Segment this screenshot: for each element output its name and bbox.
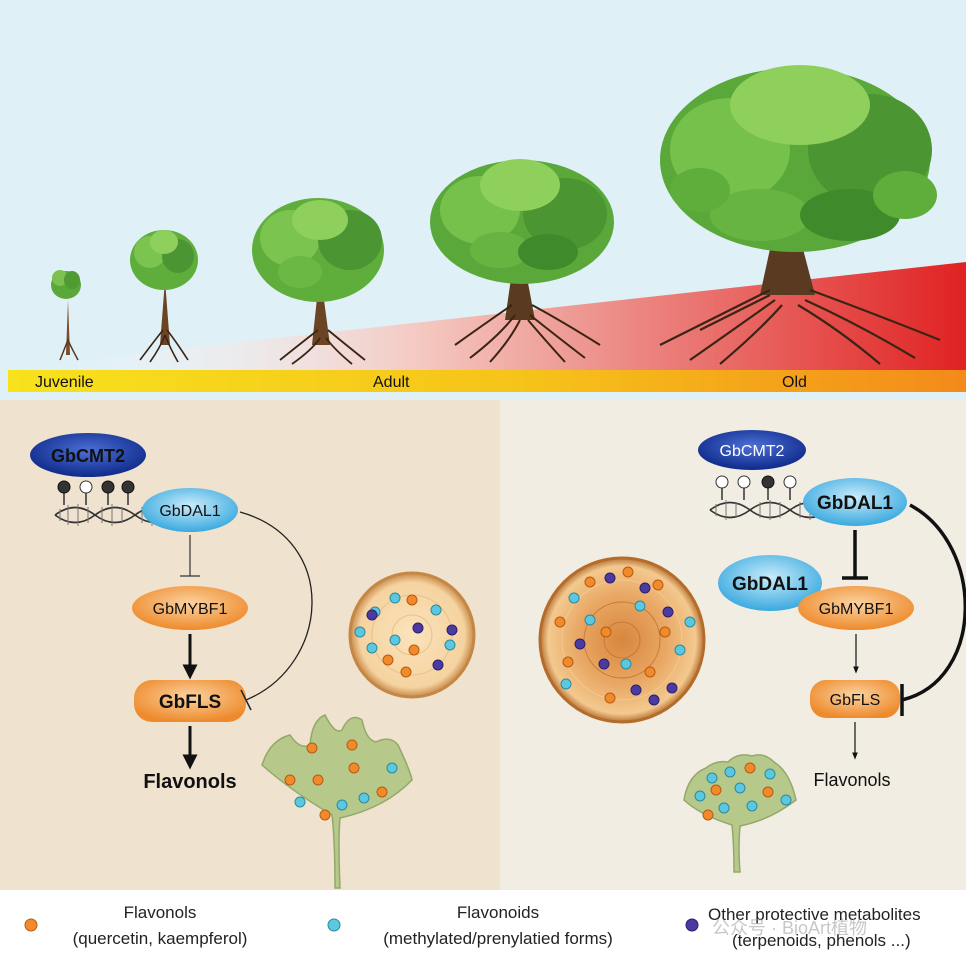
metabolite-dots-leaf-young [284,739,398,821]
label-flavonols-old: Flavonols [813,770,890,790]
tree-juvenile [130,230,198,363]
old-pathway: GbCMT2 GbDAL1 GbDAL1 GbMYBF1 GbFLS Flavo [698,430,966,790]
ginkgo-leaf-young [261,714,413,889]
label-gbfls-young: GbFLS [159,692,221,713]
stage-label-old: Old [782,374,807,391]
young-pathway: GbCMT2 GbDAL1 GbMYBF1 GbFLS Flavonols [30,433,313,793]
node-gbfls-old [810,680,900,718]
inhibit-dal1-fls-old [901,503,966,702]
node-gbmybf1-old [798,586,914,630]
watermark: 公众号 · BioArt植物 [712,918,867,938]
label-gbcmt2-young: GbCMT2 [51,446,125,466]
tree-old [659,65,941,365]
label-gbcmt2-old: GbCMT2 [720,443,785,460]
tree-adult [430,159,614,363]
node-gbcmt2-old [698,430,806,470]
stage-label-adult: Adult [373,374,410,391]
label-flavonols-young: Flavonols [143,771,236,793]
metabolite-dots-wood-young [354,592,458,678]
wood-section-old [538,556,706,724]
label-gbmybf1-old: GbMYBF1 [819,601,894,618]
legend: Flavonols (quercetin, kaempferol) Flavon… [24,903,921,950]
node-gbdal1-young [142,488,238,532]
tree-young-adult [252,198,384,365]
legend-other-sub: (terpenoids, phenols ...) [732,931,911,950]
age-bar [8,370,966,392]
ginkgo-leaf-old [683,754,797,873]
legend-flavonols-sub: (quercetin, kaempferol) [73,929,248,948]
label-gbdal1-bound-old: GbDAL1 [732,574,808,595]
legend-flavonoids-title: Flavonoids [457,903,539,922]
label-gbfls-old: GbFLS [830,692,881,709]
legend-flavonoids-sub: (methylated/prenylatied forms) [383,929,613,948]
legend-flavonols-title: Flavonols [124,903,197,922]
label-gbdal1-old: GbDAL1 [817,493,893,514]
node-gbmybf1-young [132,586,248,630]
metabolite-dots-wood-old [554,566,696,706]
node-gbdal1-old [803,478,907,526]
node-gbfls-young [134,680,246,722]
tree-sapling [51,270,81,361]
legend-swatch-other [685,918,699,932]
metabolite-dots-leaf-old [694,762,792,821]
legend-background [0,890,966,966]
legend-other-title: Other protective metabolites [708,905,921,924]
stage-label-juvenile: Juvenile [35,374,94,391]
legend-swatch-flavonols [24,918,38,932]
node-gbcmt2-young [30,433,146,477]
inhibit-dal1-fls-young [239,511,313,701]
node-gbdal1-bound-old [718,555,822,611]
label-gbdal1-young: GbDAL1 [159,503,220,520]
label-gbmybf1-young: GbMYBF1 [153,601,228,618]
wood-section-young [348,571,476,699]
legend-swatch-flavonoids [327,918,341,932]
